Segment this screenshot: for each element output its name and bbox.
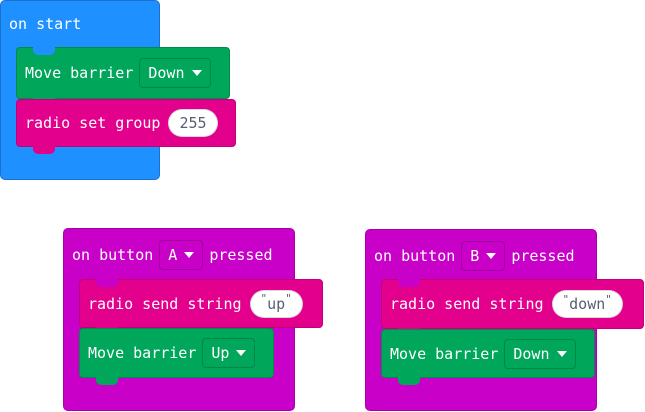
move-barrier-label: Move barrier [25, 64, 134, 82]
chevron-down-icon [486, 253, 497, 259]
string-input[interactable]: " down " [551, 290, 623, 318]
pressed-label: pressed [209, 246, 273, 264]
open-quote: " [562, 292, 570, 306]
chevron-down-icon [236, 350, 247, 356]
direction-dropdown[interactable]: Down [139, 58, 211, 88]
on-button-a-header: on button A pressed [72, 240, 273, 270]
button-value: B [470, 247, 480, 265]
block-notch [398, 279, 420, 287]
block-tab [33, 145, 55, 154]
button-dropdown[interactable]: B [461, 241, 506, 271]
move-barrier-label: Move barrier [88, 344, 197, 362]
pressed-label: pressed [511, 247, 575, 265]
radio-set-group-label: radio set group [25, 114, 161, 132]
block-notch [33, 47, 55, 55]
block-tab [398, 376, 420, 385]
close-quote: " [285, 292, 292, 305]
on-start-label: on start [9, 15, 82, 33]
chevron-down-icon [556, 350, 567, 357]
radio-send-string-block-a[interactable]: radio send string " up " [79, 279, 323, 335]
string-value: up [267, 294, 286, 313]
move-barrier-block-a[interactable]: Move barrier Up [79, 328, 274, 385]
direction-dropdown[interactable]: Down [504, 338, 576, 369]
block-notch [96, 279, 118, 287]
radio-send-string-block-b[interactable]: radio send string " down " [381, 279, 644, 336]
radio-send-string-label: radio send string [88, 294, 242, 313]
on-button-b-header: on button B pressed [374, 241, 575, 271]
block-tab [96, 376, 118, 385]
group-number-input[interactable]: 255 [168, 109, 218, 137]
move-barrier-block-b[interactable]: Move barrier Down [381, 329, 595, 385]
on-button-label: on button [72, 246, 154, 264]
chevron-down-icon [184, 252, 195, 258]
move-barrier-block-start[interactable]: Move barrier Down [16, 47, 230, 106]
string-input[interactable]: " up " [249, 289, 303, 318]
direction-value: Up [211, 344, 230, 362]
on-button-label: on button [374, 247, 456, 265]
direction-value: Down [148, 64, 185, 82]
direction-dropdown[interactable]: Up [202, 338, 256, 368]
chevron-down-icon [191, 70, 202, 76]
radio-send-string-label: radio send string [390, 295, 544, 313]
move-barrier-label: Move barrier [390, 344, 499, 363]
radio-set-group-block[interactable]: radio set group 255 [16, 99, 236, 154]
button-dropdown[interactable]: A [159, 240, 204, 270]
group-number-value: 255 [179, 114, 207, 132]
button-value: A [168, 246, 178, 264]
open-quote: " [260, 292, 268, 305]
string-value: down [569, 295, 606, 313]
close-quote: " [605, 292, 612, 306]
direction-value: Down [513, 344, 550, 363]
